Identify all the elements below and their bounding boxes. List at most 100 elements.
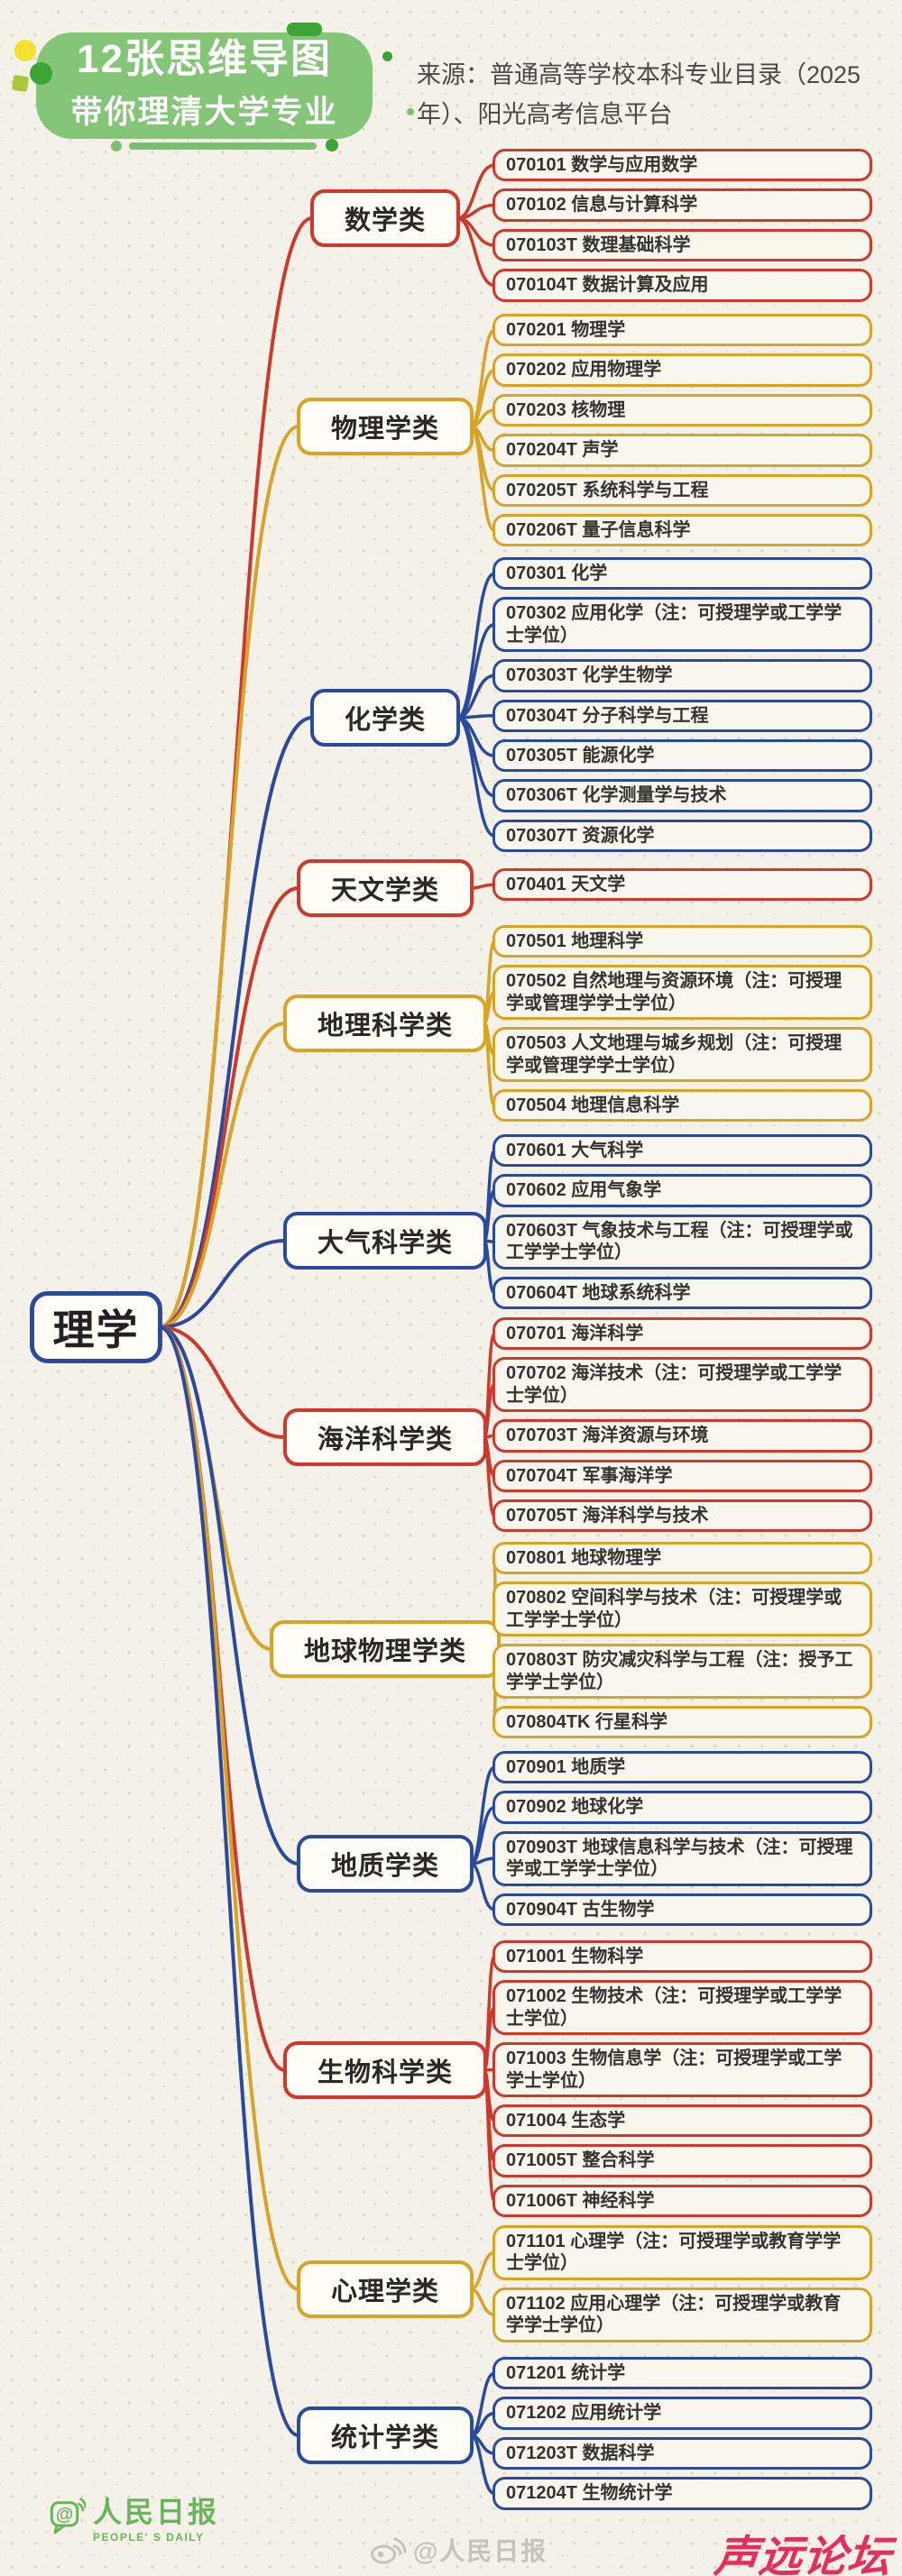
connector bbox=[158, 216, 314, 1329]
major-item-label: 071005T 整合科学 bbox=[506, 2150, 655, 2171]
peoples-daily-logo: @ 人民日报 PEOPLE' S DAILY bbox=[50, 2496, 220, 2544]
small-green-dot-icon bbox=[407, 108, 414, 115]
connector bbox=[158, 1325, 287, 2072]
svg-text:@: @ bbox=[56, 2505, 74, 2525]
major-item-label: 070301 化学 bbox=[506, 564, 608, 583]
major-item-label: 070501 地理科学 bbox=[506, 931, 644, 951]
watermark-text: @人民日报 bbox=[413, 2537, 548, 2565]
connector bbox=[456, 716, 496, 838]
green-pill-icon bbox=[287, 23, 322, 36]
major-item: 070102 信息与计算科学 bbox=[492, 188, 872, 222]
connector bbox=[456, 216, 496, 288]
small-green-dot-icon bbox=[111, 141, 122, 151]
major-item: 070802 空间科学与技术（注：可授理学或工学学士学位） bbox=[492, 1581, 872, 1637]
category-node: 地理科学类 bbox=[282, 995, 488, 1052]
major-item: 070901 地质学 bbox=[492, 1751, 872, 1784]
underline-bar bbox=[129, 142, 317, 150]
connector bbox=[469, 1856, 496, 1866]
major-item-label: 070901 地质学 bbox=[506, 1757, 626, 1777]
major-item: 071204T 生物统计学 bbox=[492, 2477, 872, 2510]
major-list: 071101 心理学（注：可授理学或教育学学士学位）071102 应用心理学（注… bbox=[492, 2225, 872, 2342]
connector bbox=[158, 425, 300, 1329]
major-item-label: 071101 心理学（注：可授理学或教育学学士学位） bbox=[506, 2232, 842, 2274]
source-note: 来源：普通高等学校本科专业目录（2025年）、阳光高考信息平台 bbox=[417, 61, 861, 128]
connector bbox=[456, 716, 496, 798]
olive-square-icon bbox=[11, 74, 30, 93]
connector bbox=[456, 674, 496, 720]
green-dot-icon bbox=[30, 62, 52, 85]
major-item: 070604T 地球系统科学 bbox=[492, 1276, 872, 1309]
connector bbox=[456, 216, 496, 247]
major-item-label: 070802 空间科学与技术（注：可授理学或工学学士学位） bbox=[506, 1588, 842, 1630]
connector bbox=[469, 883, 496, 890]
at-bubble-icon: @ bbox=[50, 2498, 86, 2535]
major-item-label: 071006T 神经科学 bbox=[506, 2190, 655, 2211]
major-item: 070103T 数理基础科学 bbox=[492, 228, 872, 262]
connector bbox=[469, 2371, 496, 2437]
forum-watermark: 声远论坛 bbox=[712, 2534, 895, 2576]
major-item-label: 070803T 防灾减灾科学与工程（注：授予工学学士学位） bbox=[506, 1650, 853, 1692]
major-item-label: 070306T 化学测量学与技术 bbox=[506, 785, 727, 806]
small-green-dot-icon bbox=[382, 51, 392, 61]
category-node: 化学类 bbox=[309, 689, 461, 747]
major-item-label: 071001 生物科学 bbox=[506, 1947, 644, 1966]
major-item-label: 070902 地球化学 bbox=[506, 1797, 644, 1818]
connector bbox=[469, 2434, 496, 2455]
major-item-label: 071203T 数据科学 bbox=[506, 2443, 655, 2463]
major-item: 070206T 量子信息科学 bbox=[492, 513, 872, 547]
brand-cn: 人民日报 bbox=[93, 2496, 220, 2528]
major-item: 070307T 资源化学 bbox=[492, 819, 872, 853]
major-item: 070101 数学与应用数学 bbox=[492, 149, 872, 182]
major-item: 070306T 化学测量学与技术 bbox=[492, 779, 872, 812]
major-item: 071004 生态学 bbox=[492, 2104, 872, 2138]
major-item: 070205T 系统科学与工程 bbox=[492, 473, 872, 507]
major-item-label: 070903T 地球信息科学与技术（注：可授理学或工学学士学位） bbox=[506, 1837, 853, 1880]
category-node: 大气科学类 bbox=[282, 1212, 488, 1270]
major-item-label: 071003 生物信息学（注：可授理学或工学学士学位） bbox=[506, 2049, 842, 2091]
connector bbox=[158, 1239, 287, 1329]
major-item-label: 070604T 地球系统科学 bbox=[506, 1282, 691, 1303]
major-item-label: 070503 人文地理与城乡规划（注：可授理学或管理学学士学位） bbox=[506, 1033, 842, 1076]
connector bbox=[469, 2434, 496, 2496]
center-watermark: @人民日报 bbox=[370, 2532, 548, 2568]
connector bbox=[456, 716, 496, 757]
major-item: 070801 地球物理学 bbox=[492, 1542, 872, 1575]
connector bbox=[469, 328, 496, 428]
major-item-label: 070304T 分子科学与工程 bbox=[506, 705, 709, 726]
category-node: 天文学类 bbox=[296, 859, 474, 917]
major-item: 071006T 神经科学 bbox=[492, 2184, 872, 2218]
major-item-label: 070305T 能源化学 bbox=[506, 745, 655, 765]
major-item: 070501 地理科学 bbox=[492, 925, 872, 958]
connector bbox=[158, 886, 300, 1329]
major-item: 070603T 气象技术与工程（注：可授理学或工学学士学位） bbox=[492, 1214, 872, 1270]
major-item: 070201 物理学 bbox=[492, 314, 872, 347]
category-node: 数学类 bbox=[309, 189, 461, 247]
major-item-label: 070101 数学与应用数学 bbox=[506, 155, 698, 175]
connector bbox=[456, 163, 496, 220]
major-item: 071201 统计学 bbox=[492, 2357, 872, 2390]
major-item-label: 070701 海洋科学 bbox=[506, 1324, 644, 1343]
connector bbox=[456, 714, 496, 720]
major-item-label: 070801 地球物理学 bbox=[506, 1548, 662, 1568]
category-node: 生物科学类 bbox=[282, 2041, 488, 2099]
major-item-label: 070205T 系统科学与工程 bbox=[506, 480, 709, 500]
major-item: 070602 应用气象学 bbox=[492, 1174, 872, 1207]
major-item: 070304T 分子科学与工程 bbox=[492, 699, 872, 732]
major-item-label: 070804TK 行星科学 bbox=[506, 1711, 667, 1732]
category-node: 地球物理学类 bbox=[269, 1620, 502, 1678]
connector bbox=[158, 1325, 287, 1439]
connector bbox=[469, 2411, 496, 2437]
major-item-label: 070705T 海洋科学与技术 bbox=[506, 1505, 709, 1526]
connector bbox=[158, 1022, 287, 1329]
major-item: 071203T 数据科学 bbox=[492, 2436, 872, 2471]
major-list: 070401 天文学 bbox=[492, 868, 872, 902]
major-list: 070801 地球物理学 070802 空间科学与技术（注：可授理学或工学学士学位… bbox=[492, 1542, 872, 1739]
major-item: 070803T 防灾减灾科学与工程（注：授予工学学士学位） bbox=[492, 1644, 872, 1699]
major-item-label: 070302 应用化学（注：可授理学或工学学士学位） bbox=[506, 603, 842, 646]
major-item-label: 070904T 古生物学 bbox=[506, 1899, 655, 1920]
connector bbox=[158, 1325, 300, 1866]
major-item-label: 070204T 声学 bbox=[506, 440, 619, 461]
major-item-label: 071004 生态学 bbox=[506, 2110, 626, 2131]
